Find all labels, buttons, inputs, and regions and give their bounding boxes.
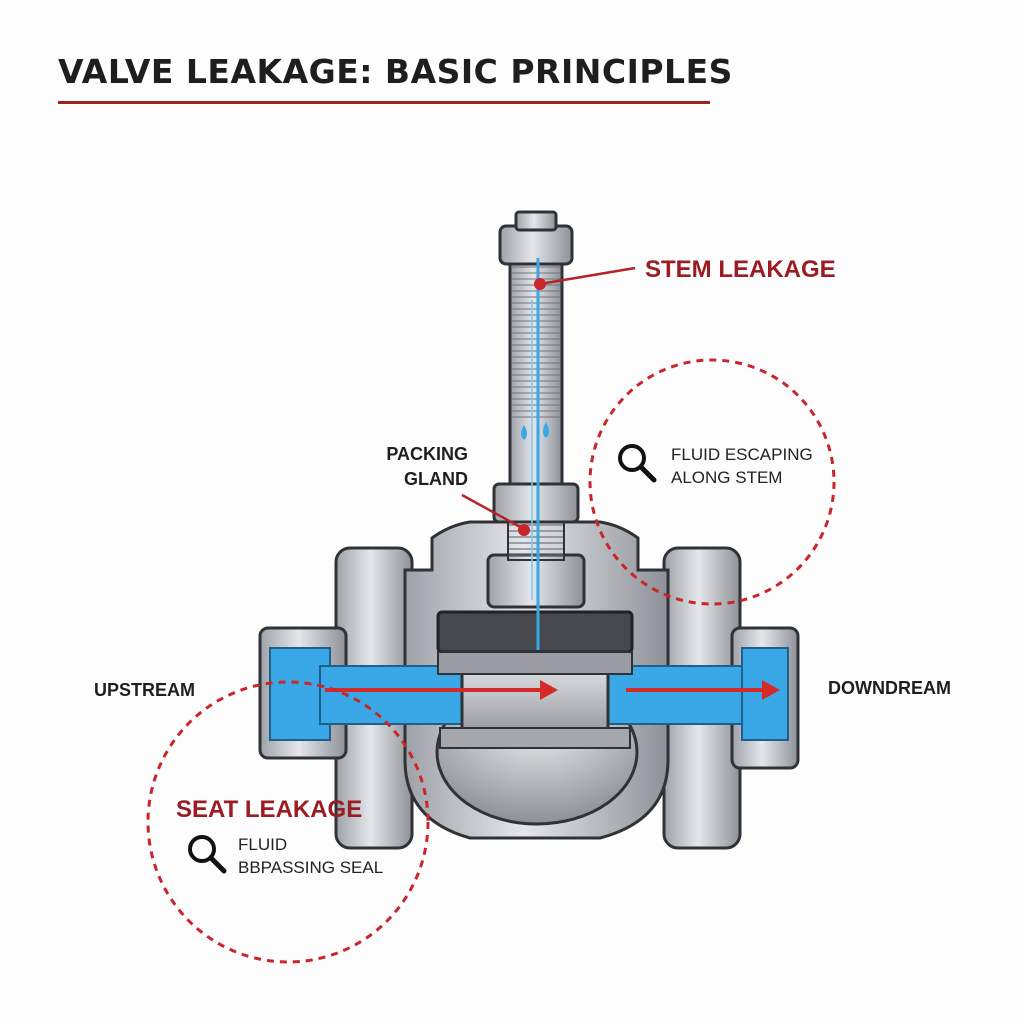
seat-leakage-label: SEAT LEAKAGE [176,796,363,823]
stem-leader [534,266,636,290]
packing-gland-label: PACKING GLAND [386,444,468,489]
stem-leakage-label: STEM LEAKAGE [645,256,836,283]
page-title: VALVE LEAKAGE: BASIC PRINCIPLES [58,52,733,91]
stem-callout-circle [588,358,836,606]
flow-passage [269,647,789,741]
flow-arrow-icon [325,680,780,700]
magnifier-icon [188,835,227,874]
droplet-icon [521,422,549,440]
magnifier-icon [618,444,657,483]
stem-leak-path [531,258,540,650]
upstream-label: UPSTREAM [94,680,196,700]
valve-stem [498,210,574,486]
seat-callout-circle [146,680,430,964]
downstream-label: DOWNDREAM [828,678,951,698]
gland-leader [461,493,530,536]
stem-callout-text: FLUID ESCAPING ALONG STEM [671,445,813,487]
seat-callout-text: FLUID BBPASSING SEAL [238,835,384,877]
valve-disc [436,610,634,749]
title-underline [58,101,710,104]
